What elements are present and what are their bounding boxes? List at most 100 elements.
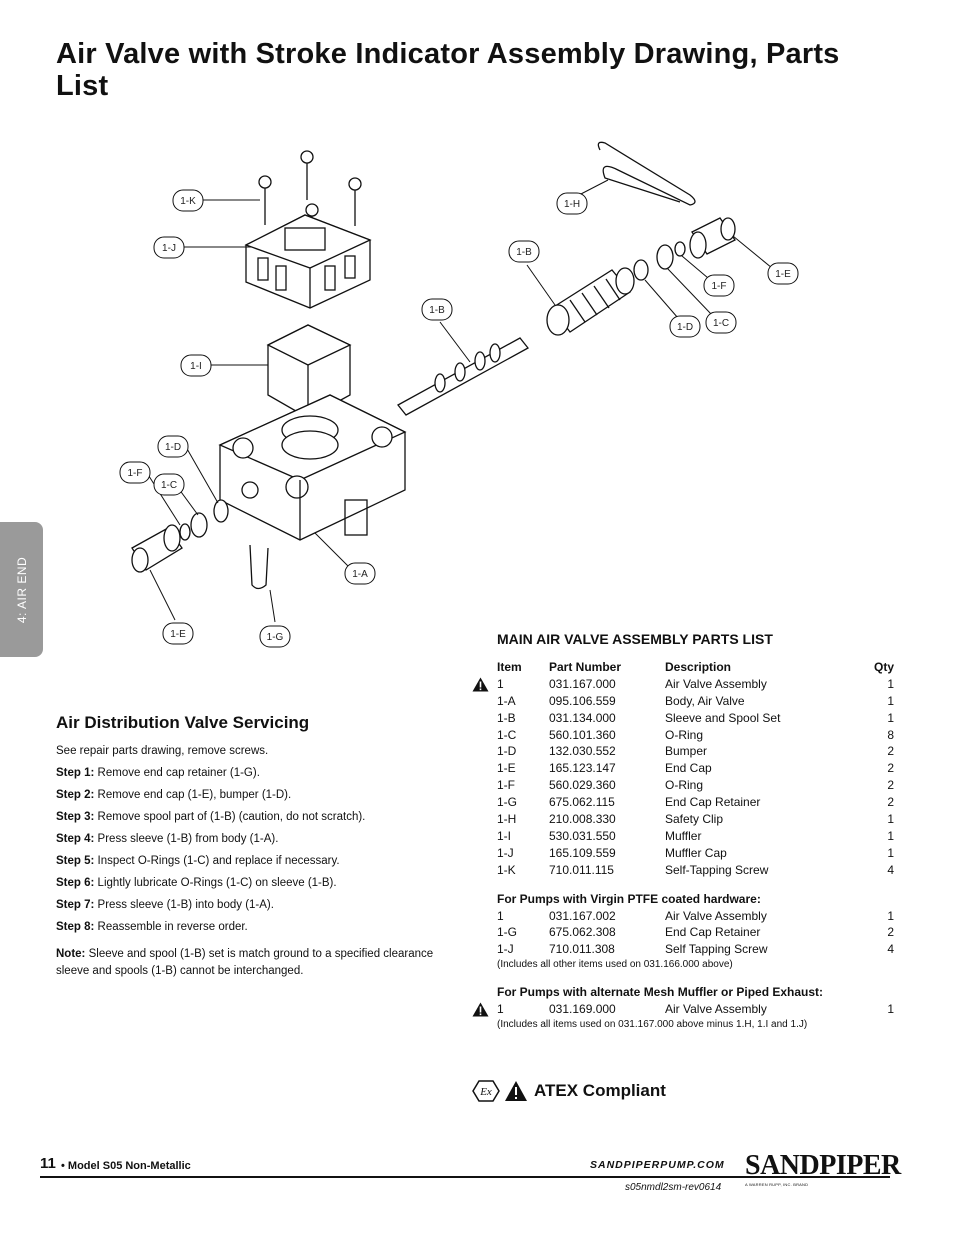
oring-left-large-graphic xyxy=(190,512,208,538)
table-row: 1 031.167.000 Air Valve Assembly 1 xyxy=(472,676,902,693)
table-cell-part: 031.134.000 xyxy=(549,710,616,725)
table-cell-qty: 2 xyxy=(887,744,894,759)
table-cell-desc: O-Ring xyxy=(665,727,704,742)
table-cell-desc: Air Valve Assembly xyxy=(665,676,767,691)
table-cell-item: 1-G xyxy=(497,925,518,940)
table-cell-qty: 2 xyxy=(887,778,894,793)
table-cell-item: 1 xyxy=(497,676,504,691)
table-cell-desc: Air Valve Assembly xyxy=(665,908,767,923)
oring-small-graphic xyxy=(674,241,686,257)
table-cell-part: 031.167.000 xyxy=(549,676,616,691)
callout-bubble-1d-right xyxy=(669,315,701,338)
table-cell-desc: Muffler xyxy=(665,828,702,843)
retainer-graphic xyxy=(249,544,269,590)
table-cell-qty: 1 xyxy=(887,828,894,843)
table-cell-qty: 1 xyxy=(887,676,894,691)
footer-website-link[interactable]: SANDPIPERPUMP.COM xyxy=(590,1159,725,1171)
servicing-intro: See repair parts drawing, remove screws. xyxy=(56,745,269,757)
parts-list-table: Item Part Number Description Qty 1 031.16… xyxy=(472,659,902,1032)
servicing-step: Step 7: Press sleeve (1-B) into body (1-… xyxy=(56,899,274,911)
callout-1k: 1-K xyxy=(180,196,196,207)
callout-bubble-1b-lower xyxy=(421,298,453,321)
table-cell-part: 095.106.559 xyxy=(549,693,616,708)
servicing-step: Step 4: Press sleeve (1-B) from body (1-… xyxy=(56,833,279,845)
callout-1e-right: 1-E xyxy=(775,269,791,280)
callout-bubble-1b-upper xyxy=(508,240,540,263)
table-cell-desc: Self Tapping Screw xyxy=(665,942,768,957)
callout-1c-left: 1-C xyxy=(161,480,177,491)
end-cap-left-graphic xyxy=(131,524,183,573)
valve-body-graphic xyxy=(218,394,407,541)
callout-1f-right: 1-F xyxy=(712,281,727,292)
table-cell-item: 1-H xyxy=(497,812,517,827)
callout-bubble-1a xyxy=(344,562,376,585)
atex-compliance: Ex ATEX Compliant xyxy=(472,1080,666,1102)
table-cell-qty: 4 xyxy=(887,942,894,957)
table-cell-item: 1-E xyxy=(497,761,516,776)
logo-tagline: A WARREN RUPP, INC. BRAND xyxy=(745,1182,809,1187)
assembly-drawing: 1-K 1-J 1-I 1-D 1-F 1-C 1-E 1-G 1-A 1-B … xyxy=(119,141,799,648)
table-cell-item: 1-B xyxy=(497,710,516,725)
table-cell-desc: End Cap Retainer xyxy=(665,925,761,940)
servicing-note: Note: Sleeve and spool (1-B) set is matc… xyxy=(56,948,434,977)
callout-bubble-1k xyxy=(172,189,204,212)
callout-1b-upper: 1-B xyxy=(516,247,532,258)
callout-1f-left: 1-F xyxy=(128,468,143,479)
callout-bubble-1c-right xyxy=(705,311,737,334)
callout-bubble-1e-right xyxy=(767,262,799,285)
side-tab-label: 4: AIR END xyxy=(14,556,29,623)
callout-bubble-1i xyxy=(180,354,212,377)
safety-clip-graphic xyxy=(597,141,696,206)
table-cell-item: 1-A xyxy=(497,693,516,708)
oring-left-graphic xyxy=(179,523,191,541)
table-cell-item: 1-G xyxy=(497,795,518,810)
section-side-tab[interactable]: 4: AIR END xyxy=(0,522,43,657)
callout-1d-right: 1-D xyxy=(677,322,693,333)
callout-bubble-1c-left xyxy=(153,473,185,496)
table-cell-desc: Air Valve Assembly xyxy=(665,1002,767,1017)
table-cell-desc: End Cap xyxy=(665,761,712,776)
bumper-left-graphic xyxy=(213,499,229,523)
table-cell-qty: 1 xyxy=(887,693,894,708)
table-cell-part: 675.062.308 xyxy=(549,925,616,940)
callout-1h: 1-H xyxy=(564,199,580,210)
table-cell-item: 1-C xyxy=(497,727,517,742)
table-cell-part: 031.169.000 xyxy=(549,1002,616,1017)
warning-triangle-icon xyxy=(472,677,489,692)
table-cell-qty: 1 xyxy=(887,845,894,860)
table-cell-qty: 4 xyxy=(887,862,894,877)
table-cell-item: 1-D xyxy=(497,744,517,759)
callout-1c-right: 1-C xyxy=(713,318,729,329)
atex-label: ATEX Compliant xyxy=(534,1081,666,1100)
logo-wordmark: SANDPIPER xyxy=(745,1150,901,1181)
servicing-step: Step 3: Remove spool part of (1-B) (caut… xyxy=(56,811,366,823)
muffler-cap-graphic xyxy=(244,214,372,309)
servicing-step: Step 6: Lightly lubricate O-Rings (1-C) … xyxy=(56,877,337,889)
table-cell-part: 560.101.360 xyxy=(549,727,616,742)
table-cell-item: 1-J xyxy=(497,845,514,860)
ptfe-note: (Includes all other items used on 031.16… xyxy=(497,959,733,971)
table-cell-desc: O-Ring xyxy=(665,778,704,793)
page-number: 11 xyxy=(40,1155,56,1172)
table-cell-qty: 2 xyxy=(887,795,894,810)
brand-logo: SANDPIPER A WARREN RUPP, INC. BRAND xyxy=(745,1150,901,1187)
table-cell-item: 1 xyxy=(497,908,504,923)
callout-bubble-1d-left xyxy=(157,435,189,458)
callout-1e-left: 1-E xyxy=(170,629,186,640)
table-cell-desc: End Cap Retainer xyxy=(665,795,761,810)
table-header: Item Part Number Description Qty xyxy=(497,660,894,674)
servicing-step: Step 5: Inspect O-Rings (1-C) and replac… xyxy=(56,855,340,867)
warning-triangle-icon xyxy=(505,1081,527,1101)
servicing-step: Step 1: Remove end cap retainer (1-G). xyxy=(56,767,260,779)
callout-bubble-1h xyxy=(556,192,588,215)
callout-1i: 1-I xyxy=(190,361,202,372)
